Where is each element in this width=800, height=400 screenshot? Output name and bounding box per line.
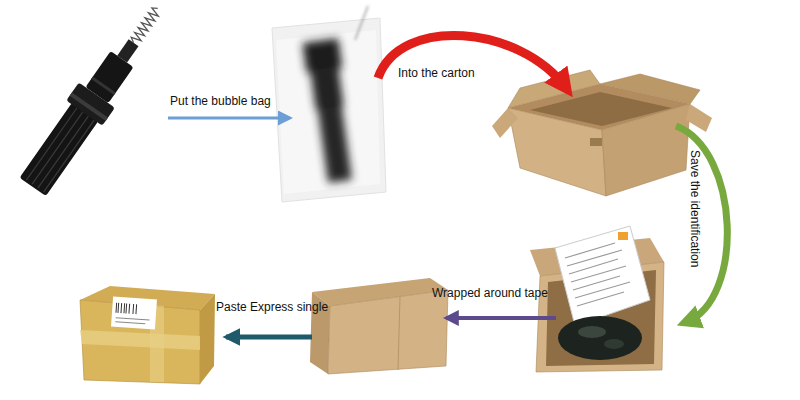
- step-label: Wrapped around tape: [432, 286, 548, 300]
- flow-arrow: [446, 316, 556, 320]
- flow-arrow: [378, 35, 566, 88]
- step-label: Paste Express single: [216, 300, 328, 314]
- shaft-part: [15, 0, 176, 200]
- bubble-bag: [272, 6, 386, 202]
- open-carton: [492, 70, 712, 196]
- step-label: Save the identification: [688, 150, 702, 267]
- closed-box: [310, 278, 448, 374]
- flow-arrow: [226, 335, 312, 340]
- box-with-paper: [530, 226, 664, 372]
- step-label: Into the carton: [398, 66, 475, 80]
- flow-arrow: [676, 126, 727, 322]
- step-label: Put the bubble bag: [170, 94, 271, 108]
- taped-box: [80, 286, 215, 384]
- flow-arrow: [168, 117, 290, 120]
